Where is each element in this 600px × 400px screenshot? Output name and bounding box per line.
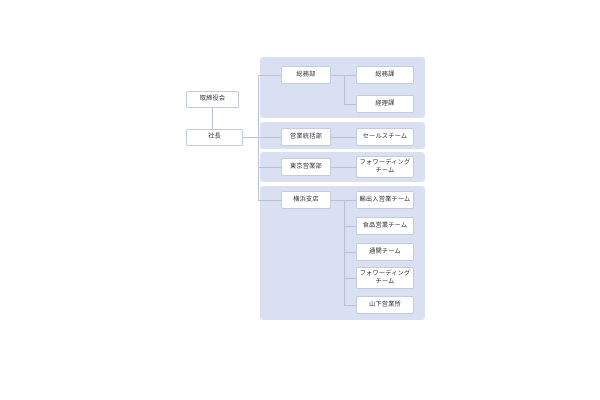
connector-to-yamashita-office <box>344 305 356 306</box>
node-customs-clearance-team[interactable]: 通関チーム <box>356 243 414 261</box>
node-label: 東京営業部 <box>290 162 322 170</box>
node-president[interactable]: 社長 <box>186 129 243 146</box>
node-yokohama-forwarding-team[interactable]: フォワーディングチーム <box>356 267 414 289</box>
node-label: 総務課 <box>375 70 395 78</box>
connector-yokohama-out <box>331 200 345 201</box>
connector-trunk-to-tokyo-sales <box>258 167 282 168</box>
connector-general-affairs-spine <box>344 75 345 104</box>
node-label: セールスチーム <box>362 132 408 140</box>
node-label: 取締役会 <box>199 95 226 103</box>
node-accounting-section[interactable]: 経理課 <box>356 95 414 113</box>
node-food-sales-team[interactable]: 食品営業チーム <box>356 217 414 235</box>
connector-trunk-to-general-affairs <box>258 75 282 76</box>
node-yamashita-sales-office[interactable]: 山下営業所 <box>356 296 414 314</box>
connector-to-general-affairs-section <box>344 75 356 76</box>
connector-to-yokohama-forwarding <box>344 278 356 279</box>
connector-trunk-to-sales-admin <box>258 137 282 138</box>
node-label: フォワーディングチーム <box>359 269 411 285</box>
node-tokyo-forwarding-team[interactable]: フォワーディングチーム <box>356 156 414 178</box>
node-general-affairs-dept[interactable]: 総務部 <box>281 66 331 84</box>
connector-to-import-export-team <box>344 200 356 201</box>
node-label: フォワーディングチーム <box>359 158 411 174</box>
connector-general-affairs-out <box>331 75 345 76</box>
node-label: 山下営業所 <box>369 300 401 308</box>
connector-board-to-president <box>212 108 213 129</box>
node-label: 横浜支店 <box>293 195 319 203</box>
node-yokohama-branch[interactable]: 横浜支店 <box>281 191 331 209</box>
node-board-of-directors[interactable]: 取締役会 <box>186 91 239 108</box>
connector-to-accounting-section <box>344 104 356 105</box>
connector-trunk-to-yokohama-branch <box>258 200 282 201</box>
node-sales-admin-dept[interactable]: 営業統括部 <box>281 128 331 146</box>
node-label: 営業統括部 <box>290 132 322 140</box>
node-tokyo-sales-dept[interactable]: 東京営業部 <box>281 158 331 176</box>
node-label: 通関チーム <box>369 247 401 255</box>
connector-sales-admin-to-sales-team <box>331 137 356 138</box>
node-label: 経理課 <box>375 99 395 107</box>
connector-to-customs-team <box>344 252 356 253</box>
node-general-affairs-section[interactable]: 総務課 <box>356 66 414 84</box>
node-label: 輸出入営業チーム <box>359 195 411 203</box>
connector-tokyo-sales-to-forwarding <box>331 167 356 168</box>
node-label: 総務部 <box>296 70 316 78</box>
node-sales-team[interactable]: セールスチーム <box>356 128 414 146</box>
node-import-export-sales-team[interactable]: 輸出入営業チーム <box>356 191 414 209</box>
node-label: 食品営業チーム <box>362 221 408 229</box>
connector-to-food-sales-team <box>344 226 356 227</box>
node-label: 社長 <box>208 133 221 141</box>
